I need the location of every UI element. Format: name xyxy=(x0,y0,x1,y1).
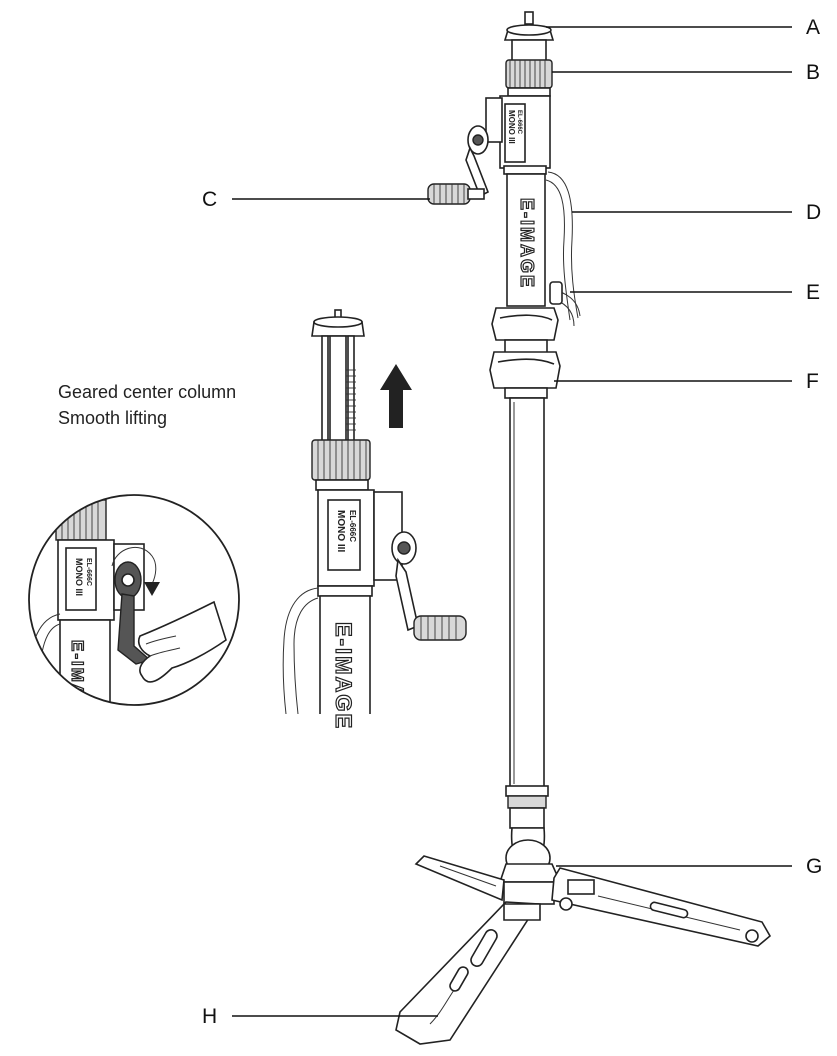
flip-lock-upper xyxy=(491,307,559,355)
svg-text:D: D xyxy=(806,201,821,224)
detail-circle-outline xyxy=(28,494,240,706)
svg-text:MONO III: MONO III xyxy=(507,110,516,144)
model-code-main: EL-666C xyxy=(516,110,522,135)
svg-text:E-IMAGE: E-IMAGE xyxy=(517,198,537,289)
callout-label-b: B xyxy=(806,61,820,84)
ball-head xyxy=(498,827,562,905)
upper-tube: E-IMAGE xyxy=(503,165,547,307)
flip-lock-lower xyxy=(489,351,561,399)
brand-label-detail: E-IMAGE xyxy=(331,622,356,730)
model-label-circle: MONO III xyxy=(74,558,84,596)
callout-label-d: D xyxy=(806,201,821,224)
callout-label-a: A xyxy=(806,16,820,39)
svg-text:EL-666C: EL-666C xyxy=(85,558,92,586)
caption-line-1: Geared center column xyxy=(58,382,236,402)
svg-text:C: C xyxy=(202,188,217,211)
lower-tube xyxy=(505,397,549,829)
svg-text:MONO III: MONO III xyxy=(335,510,346,552)
callout-label-e: E xyxy=(806,281,820,304)
callout-label-c: C xyxy=(202,188,217,211)
crank-handle xyxy=(427,125,490,205)
svg-text:B: B xyxy=(806,61,820,84)
gear-housing: MONO III EL-666C xyxy=(485,95,551,169)
locking-knob xyxy=(505,59,553,97)
svg-text:F: F xyxy=(806,370,819,393)
svg-text:A: A xyxy=(806,16,820,39)
brand-label-main: E-IMAGE xyxy=(517,198,537,289)
model-label-detail: MONO III xyxy=(335,510,346,552)
lift-arrow-icon xyxy=(380,364,412,428)
svg-text:H: H xyxy=(202,1005,217,1028)
crank-detail-circle: MONO III EL-666C E-IMAGE xyxy=(28,494,240,706)
caption-line-2: Smooth lifting xyxy=(58,408,167,428)
svg-text:E-IMAGE: E-IMAGE xyxy=(331,622,356,730)
svg-text:G: G xyxy=(806,855,822,878)
model-label-main: MONO III xyxy=(507,110,516,144)
svg-text:Geared center column: Geared center column xyxy=(58,382,236,402)
monopod-main: MONO III EL-666C E-IMAGE xyxy=(395,11,772,1045)
callout-leaders xyxy=(232,26,792,1017)
callout-label-h: H xyxy=(202,1005,217,1028)
svg-text:Smooth lifting: Smooth lifting xyxy=(58,408,167,428)
wrist-strap xyxy=(545,171,581,327)
tripod-base xyxy=(395,855,772,1045)
svg-text:MONO III: MONO III xyxy=(74,558,84,596)
model-code-detail: EL-666C xyxy=(348,510,357,542)
svg-text:EL-666C: EL-666C xyxy=(516,110,522,135)
rotation-arrow-icon xyxy=(144,582,160,596)
feature-caption: Geared center column Smooth lifting xyxy=(58,382,236,428)
geared-column-detail: MONO III EL-666C E-IMAGE xyxy=(282,309,467,731)
callout-label-g: G xyxy=(806,855,822,878)
callout-label-f: F xyxy=(806,370,819,393)
svg-text:E: E xyxy=(806,281,820,304)
svg-text:EL-666C: EL-666C xyxy=(348,510,357,542)
mounting-plate xyxy=(503,11,555,63)
model-code-circle: EL-666C xyxy=(85,558,92,586)
callout-labels: A B C D E F G H xyxy=(202,16,822,1028)
